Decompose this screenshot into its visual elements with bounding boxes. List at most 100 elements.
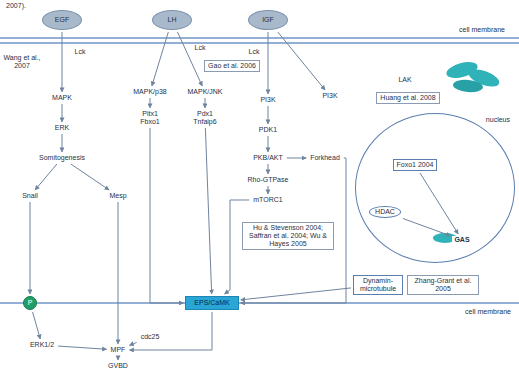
signal-arrow (241, 288, 351, 300)
protein-label: Pdx1 Tnfaip6 (185, 110, 225, 126)
node-text: LAK (398, 76, 411, 84)
node-text: EGF (55, 16, 69, 24)
node-text: PKB/AKT (253, 154, 283, 162)
node-text: Gao et al. 2006 (208, 62, 256, 70)
signal-arrow (118, 202, 119, 344)
signal-arrow (278, 32, 325, 90)
membrane-line (0, 42, 519, 44)
signal-arrow (35, 164, 57, 190)
protein-label: PI3K (258, 96, 277, 104)
annotation-label: Lck (75, 48, 86, 56)
protein-label: ERK1/2 (28, 341, 56, 349)
signal-arrow (241, 158, 346, 303)
node-text: HDAC (375, 208, 395, 216)
protein-label: GAS (452, 236, 471, 244)
node-text: Foxo1 2004 (397, 161, 434, 169)
node-text: Rho-GTPase (248, 176, 289, 184)
node-text: MPF (111, 346, 126, 354)
protein-label: Somitogenesis (37, 154, 87, 162)
protein-label: PI3K (320, 92, 339, 100)
receptor-ellipse: IGF (248, 10, 288, 30)
node-text: ERK1/2 (30, 341, 54, 349)
node-text: Pdx1 Tnfaip6 (187, 110, 223, 126)
node-text: LH (168, 16, 177, 24)
receptor-ellipse: LH (152, 10, 192, 30)
signal-arrow (403, 219, 450, 236)
signal-arrow (267, 136, 268, 152)
protein-label: PDK1 (257, 126, 279, 134)
protein-label: PKB/AKT (251, 154, 285, 162)
annotation-label: cell membrane (465, 308, 511, 316)
signal-arrow (177, 32, 202, 86)
membrane-line (0, 37, 519, 39)
protein-label: MPF (109, 346, 128, 354)
signal-arrow (33, 312, 41, 339)
protein-label: Forkhead (308, 154, 342, 162)
signal-arrow (71, 164, 109, 190)
reference-box: Gao et al. 2006 (204, 60, 260, 72)
process-box: Foxo1 2004 (393, 159, 438, 171)
chromatin-blob (453, 79, 484, 94)
signal-arrow (129, 342, 136, 345)
process-box: Dynamin-microtubule (353, 275, 403, 295)
nucleus-region: nucleusFoxo1 2004HDAC GAS (355, 113, 515, 263)
node-text: MAPK/p38 (133, 88, 166, 96)
node-text: Zhang-Grant et al. 2005 (411, 277, 475, 293)
node-text: Dynamin-microtubule (357, 277, 399, 293)
node-text: nucleus (486, 116, 510, 124)
signal-arrow (29, 202, 30, 294)
node-text: P (28, 299, 33, 307)
annotation-label: cell membrane (459, 26, 505, 34)
node-text: Hu & Stevenson 2004; Saffran et al. 2004… (246, 224, 330, 248)
signal-arrow (150, 98, 151, 108)
node-text: Pitx1 Fbxo1 (135, 110, 165, 126)
protein-oval: HDAC (369, 206, 401, 218)
node-text: IGF (262, 16, 274, 24)
annotation-label: Lck (249, 48, 260, 56)
protein-label: cdc25 (139, 333, 162, 341)
signal-arrow (62, 32, 63, 92)
signal-arrow (420, 173, 458, 234)
node-text: Snail (22, 192, 38, 200)
annotation-label: 2007). (6, 2, 26, 10)
protein-label: Snail (20, 192, 40, 200)
signal-arrow (129, 312, 212, 350)
highlight-box: EPS/CaMK (185, 296, 238, 310)
node-text: PI3K (322, 92, 337, 100)
node-text: PDK1 (259, 126, 277, 134)
signal-arrow (61, 134, 62, 152)
node-text: Forkhead (310, 154, 340, 162)
signal-arrow (204, 98, 205, 108)
reference-box: Zhang-Grant et al. 2005 (407, 275, 479, 295)
signal-arrow (267, 106, 268, 124)
protein-label: MAPK (50, 94, 74, 102)
signal-arrow (118, 356, 119, 360)
node-text: cdc25 (141, 333, 160, 341)
signal-circle: P (23, 296, 37, 310)
protein-label: MAPK/p38 (131, 88, 168, 96)
annotation-label: Lck (195, 44, 206, 52)
signal-arrow (268, 32, 269, 94)
node-text: GAS (454, 236, 469, 244)
node-text: MAPK/JNK (187, 88, 222, 96)
signal-arrow (58, 346, 107, 349)
node-text: EPS/CaMK (194, 299, 229, 307)
node-text: ERK (55, 124, 69, 132)
annotation-label: Wang et al., 2007 (2, 54, 42, 70)
protein-label: MAPK/JNK (185, 88, 224, 96)
node-text: MAPK (52, 94, 72, 102)
node-text: Somitogenesis (39, 154, 85, 162)
signal-arrow (287, 157, 306, 158)
protein-label: Pitx1 Fbxo1 (133, 110, 167, 126)
protein-label: Rho-GTPase (246, 176, 291, 184)
protein-label: Mesp (107, 192, 128, 200)
node-text: Huang et al. 2008 (380, 94, 435, 102)
protein-label: LAK (396, 76, 413, 84)
node-text: GVBD (108, 362, 128, 370)
protein-label: mTORC1 (251, 196, 284, 204)
reference-box: Huang et al. 2008 (376, 92, 439, 104)
node-text: mTORC1 (253, 196, 282, 204)
signal-arrow (152, 32, 168, 86)
receptor-ellipse: EGF (42, 10, 82, 30)
